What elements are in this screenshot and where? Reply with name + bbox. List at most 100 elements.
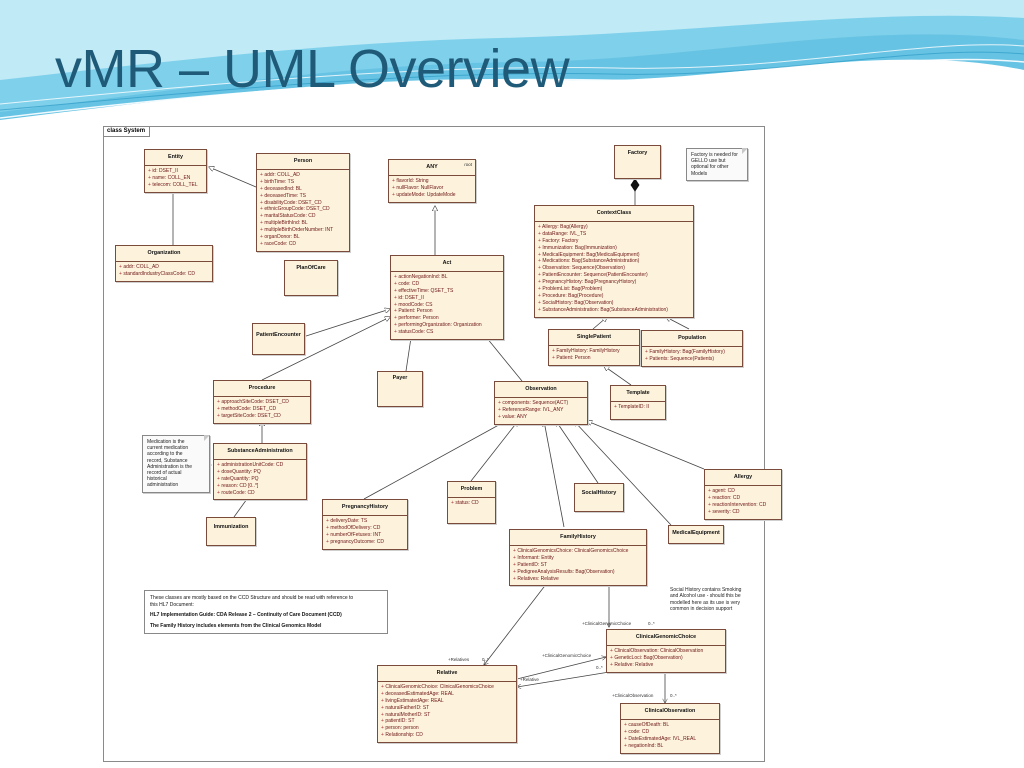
attribute: FamilyHistory: FamilyHistory xyxy=(552,348,636,355)
gen-procedure-act xyxy=(261,317,390,381)
attribute: PatientID: ST xyxy=(513,562,643,569)
note-line: current medication xyxy=(147,445,189,452)
attribute: Allergy: Bag(Allergy) xyxy=(538,224,690,231)
class-relative[interactable]: Relative ClinicalGenomicChoice: Clinical… xyxy=(377,665,517,744)
attribute: Procedure: Bag(Procedure) xyxy=(538,293,690,300)
attribute: naturalMotherID: ST xyxy=(381,712,513,719)
note-line: Factory is needed for xyxy=(691,152,738,158)
class-organization[interactable]: Organization addr: COLL_AD standardIndus… xyxy=(115,245,213,282)
attribute: PedigreeAnalysisResults: Bag(Observation… xyxy=(513,569,643,576)
class-attributes: addr: COLL_AD birthTime: TS deceasedInd:… xyxy=(257,168,349,251)
attribute: birthTime: TS xyxy=(260,179,346,186)
class-name: Procedure xyxy=(248,385,276,391)
attribute: Relatives: Relative xyxy=(513,576,643,583)
attribute: ProblemList: Bag(Problem) xyxy=(538,286,690,293)
class-act[interactable]: Act actionNegationInd: BL code: CD effec… xyxy=(390,255,504,341)
class-attributes: id: DSET_II name: COLL_EN telecom: COLL_… xyxy=(145,164,206,192)
attribute: telecom: COLL_TEL xyxy=(148,182,203,189)
class-allergy[interactable]: Allergy agent: CD reaction: CD reactionI… xyxy=(704,469,782,520)
note-line: modelled here as its use is very xyxy=(670,599,741,606)
class-any[interactable]: root ANY flavorId: String nullFlavor: Nu… xyxy=(388,159,476,203)
class-name: SubstanceAdministration xyxy=(227,448,293,454)
class-entity[interactable]: Entity id: DSET_II name: COLL_EN telecom… xyxy=(144,149,207,193)
label-fh-cgc-mult: 0..* xyxy=(648,621,655,626)
class-immunization[interactable]: Immunization xyxy=(206,517,256,546)
gen-socialhistory-observation xyxy=(556,421,599,484)
class-name: Relative xyxy=(436,670,458,676)
class-medicalequipment[interactable]: MedicalEquipment xyxy=(668,525,724,544)
class-population[interactable]: Population FamilyHistory: Bag(FamilyHist… xyxy=(641,330,743,367)
attribute: causeOfDeath: BL xyxy=(624,722,716,729)
note-line: Medication is the xyxy=(147,439,185,445)
attribute: deceasedInd: BL xyxy=(260,186,346,193)
class-pregnancyhistory[interactable]: PregnancyHistory deliveryDate: TS method… xyxy=(322,499,408,550)
note-line: GELLO use but xyxy=(691,158,726,165)
class-name: Entity xyxy=(168,154,183,160)
gen-template-singlepatient xyxy=(604,366,632,386)
class-familyhistory[interactable]: FamilyHistory ClinicalGenomicsChoice: Cl… xyxy=(509,529,647,587)
class-attributes: ClinicalGenomicsChoice: ClinicalGenomics… xyxy=(510,544,646,586)
attribute: Observation: Sequence(Observation) xyxy=(538,265,690,272)
class-contextclass[interactable]: ContextClass Allergy: Bag(Allergy) dataR… xyxy=(534,205,694,318)
attribute: deceasedTime: TS xyxy=(260,193,346,200)
class-name: Problem xyxy=(460,486,483,492)
class-factory[interactable]: Factory xyxy=(614,145,661,179)
class-name: FamilyHistory xyxy=(560,534,596,540)
attribute: pregnancyOutcome: CD xyxy=(326,539,404,546)
note-line: common in decision support xyxy=(670,606,733,613)
class-attributes: Allergy: Bag(Allergy) dataRange: IVL_TS … xyxy=(535,220,693,317)
class-observation[interactable]: Observation components: Sequence(ACT) Re… xyxy=(494,381,588,425)
attribute: routeCode: CD xyxy=(217,490,303,497)
class-stereotype: root xyxy=(464,162,472,167)
class-clinicalobservation[interactable]: ClinicalObservation causeOfDeath: BL cod… xyxy=(620,703,720,754)
class-payer[interactable]: Payer xyxy=(377,371,423,407)
class-procedure[interactable]: Procedure approachSiteCode: DSET_CD meth… xyxy=(213,380,311,424)
composition-diamond xyxy=(630,178,640,192)
note-line: historical xyxy=(147,476,167,483)
attribute: deliveryDate: TS xyxy=(326,518,404,525)
attribute: Immunization: Bag(Immunization) xyxy=(538,245,690,252)
class-clinicalgenomicchoice[interactable]: ClinicalGenomicChoice ClinicalObservatio… xyxy=(606,629,726,673)
attribute: rateQuantity: PQ xyxy=(217,476,303,483)
class-template[interactable]: Template TemplateID: II xyxy=(610,385,666,420)
class-name: ContextClass xyxy=(596,210,632,216)
label-cgc-relative: +Relative xyxy=(520,677,539,682)
attribute: statusCode: CS xyxy=(394,329,500,336)
class-problem[interactable]: Problem status: CD xyxy=(447,481,496,524)
note-line: optional for other xyxy=(691,164,729,171)
class-name: PatientEncounter xyxy=(256,332,301,338)
label-relatives-mult: 0..* xyxy=(482,657,489,662)
gen-encounter-act xyxy=(302,309,390,338)
class-name: ANY xyxy=(426,164,438,170)
class-socialhistory[interactable]: SocialHistory xyxy=(574,483,624,512)
class-planofcare[interactable]: PlanOfCare xyxy=(284,260,338,296)
attribute: agent: CD xyxy=(708,488,778,495)
attribute: ReferenceRange: IVL_ANY xyxy=(498,407,584,414)
attribute: name: COLL_EN xyxy=(148,175,203,182)
attribute: performer: Person xyxy=(394,315,500,322)
attribute: ClinicalGenomicsChoice: ClinicalGenomics… xyxy=(513,548,643,555)
gen-problem-observation xyxy=(470,421,518,482)
attribute: raceCode: CD xyxy=(260,241,346,248)
attribute: Patient: Person xyxy=(552,355,636,362)
class-singlepatient[interactable]: SinglePatient FamilyHistory: FamilyHisto… xyxy=(548,329,640,366)
attribute: SubstanceAdministration: Bag(SubstanceAd… xyxy=(538,307,690,314)
gen-familyhistory-observation xyxy=(544,421,565,528)
attribute: ClinicalGenomicChoice: ClinicalGenomicsC… xyxy=(381,684,513,691)
class-substanceadministration[interactable]: SubstanceAdministration administrationUn… xyxy=(213,443,307,501)
label-cgc-observation: +ClinicalObservation xyxy=(612,693,654,698)
attribute: reason: CD [0..*] xyxy=(217,483,303,490)
attribute: Relationship: CD xyxy=(381,732,513,739)
attribute: addr: COLL_AD xyxy=(260,172,346,179)
class-name: Allergy xyxy=(733,474,753,480)
attribute: SocialHistory: Bag(Observation) xyxy=(538,300,690,307)
class-name: PregnancyHistory xyxy=(341,504,389,510)
class-attributes: FamilyHistory: Bag(FamilyHistory) Patien… xyxy=(642,345,742,366)
gen-population-context xyxy=(666,317,690,330)
class-name: SinglePatient xyxy=(576,334,612,340)
class-name: PlanOfCare xyxy=(296,265,326,271)
class-person[interactable]: Person addr: COLL_AD birthTime: TS decea… xyxy=(256,153,350,252)
attribute: targetSiteCode: DSET_CD xyxy=(217,413,307,420)
class-patientencounter[interactable]: PatientEncounter xyxy=(252,323,305,355)
class-name: Organization xyxy=(147,250,181,256)
